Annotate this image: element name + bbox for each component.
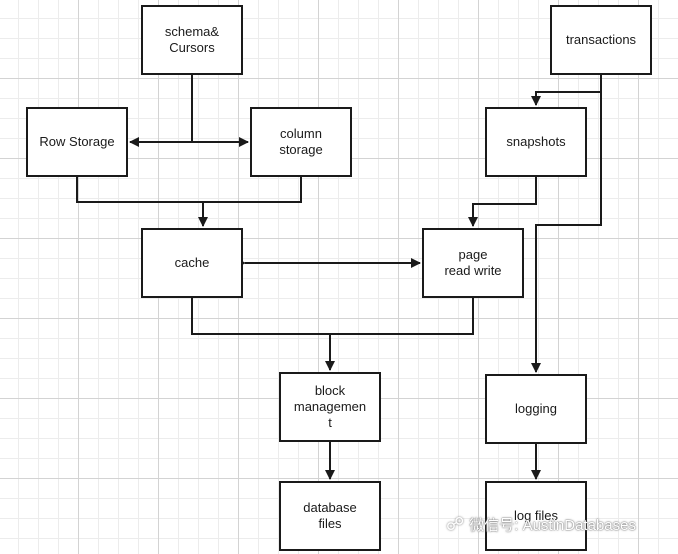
edge-cache-page-merge — [191, 298, 474, 335]
wechat-icon: ☍ — [446, 514, 465, 534]
database-files-box: database files — [279, 481, 381, 551]
transactions-box: transactions — [550, 5, 652, 75]
column-storage-box: column storage — [250, 107, 352, 177]
schema-cursors-box: schema& Cursors — [141, 5, 243, 75]
row-storage-box: Row Storage — [26, 107, 128, 177]
block-management-box: block managemen t — [279, 372, 381, 442]
logging-box: logging — [485, 374, 587, 444]
edge-trans-to-logging — [531, 92, 602, 373]
snapshots-box: snapshots — [485, 107, 587, 177]
page-read-write-box: page read write — [422, 228, 524, 298]
watermark-text: 微信号: AustinDatabases — [469, 517, 636, 534]
log-files-box: log files — [485, 481, 587, 551]
edge-row-storage-merge — [76, 177, 302, 203]
watermark: ☍ 微信号: AustinDatabases — [446, 514, 636, 535]
edge-snapshots-to-page — [468, 177, 537, 227]
cache-box: cache — [141, 228, 243, 298]
edge-trans-to-snapshots — [531, 75, 602, 106]
